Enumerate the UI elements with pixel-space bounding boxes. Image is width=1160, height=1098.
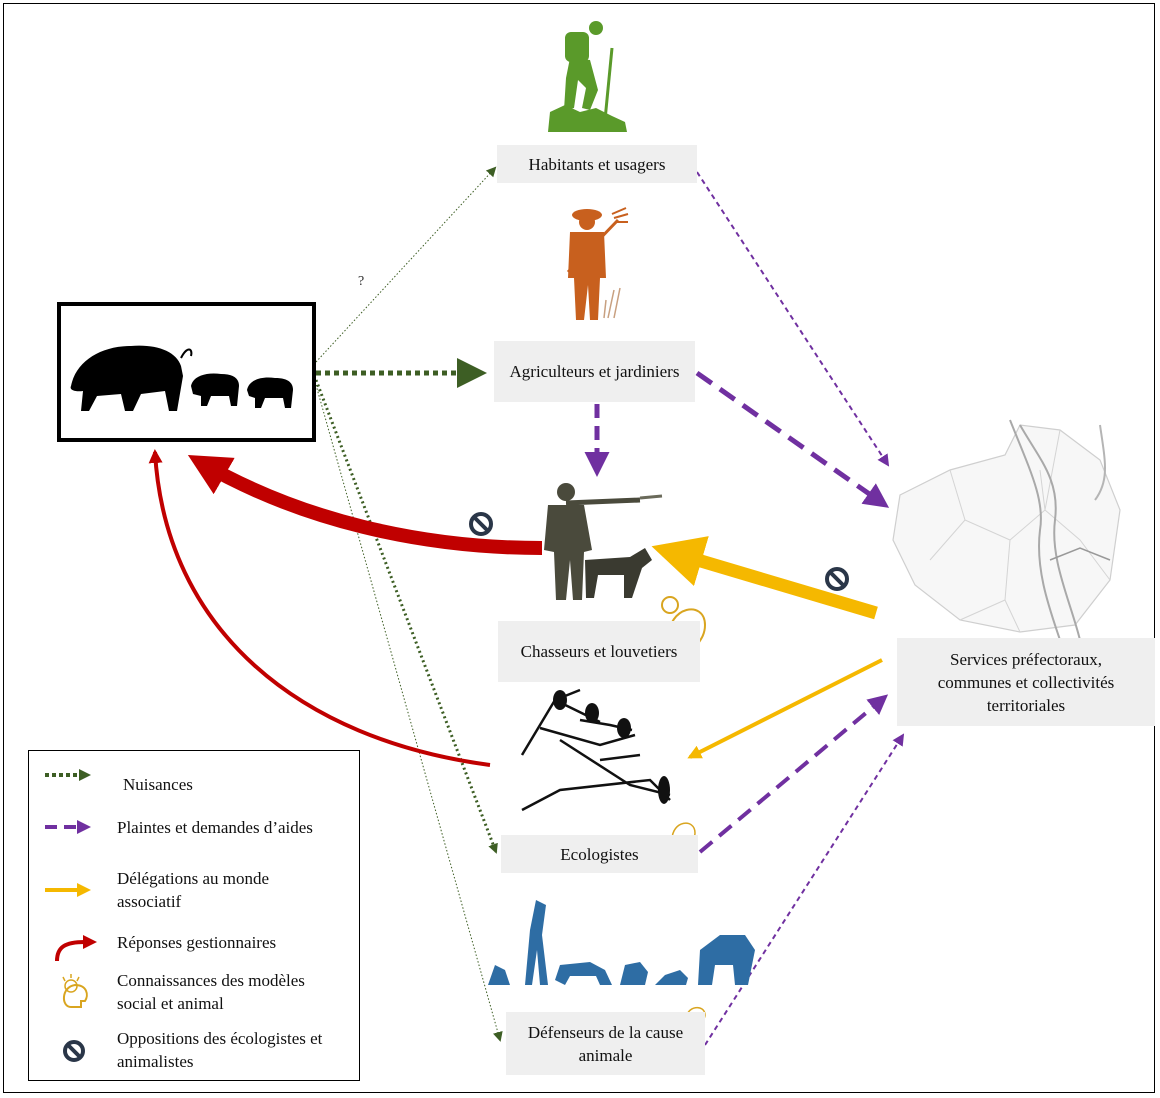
prohibition-icon [825, 567, 849, 591]
nuisance-arrow-icon [45, 769, 91, 781]
legend-item-nuisances: Nuisances [29, 765, 359, 805]
lightbulb-head-icon [62, 974, 88, 1008]
actor-services: Services préfectoraux, communes et colle… [897, 638, 1155, 726]
complaint-arrow-icon [45, 820, 91, 834]
response-arrow-icon [55, 935, 97, 962]
arrow-delegation-chasseurs [651, 536, 878, 620]
actor-agriculteurs: Agriculteurs et jardiniers [494, 341, 695, 402]
actor-defenseurs: Défenseurs de la cause animale [506, 1012, 705, 1075]
question-mark: ? [358, 274, 365, 289]
map-icon [892, 419, 1121, 641]
farmer-icon [566, 207, 629, 320]
animals-icon [488, 900, 755, 985]
arrow-plainte-agriculteurs-services [695, 370, 890, 508]
arrow-reponse-ecologistes [148, 449, 491, 767]
legend: Nuisances Plaintes et demandes d’aides D… [28, 750, 360, 1081]
boar-family-box [57, 302, 316, 442]
arrow-delegation-ecologistes [687, 658, 883, 759]
arrow-plainte-habitants [696, 171, 890, 467]
boar-family-icon [70, 345, 293, 411]
arrow-reponse-chasseurs [187, 454, 543, 555]
arrow-plainte-ecologistes [698, 694, 889, 854]
diagram-frame [3, 3, 1155, 1093]
hiker-icon [548, 21, 627, 132]
legend-item-connaissances: Connaissances des modèles social et anim… [29, 971, 359, 1019]
arrow-nuisance-to-ecologistes [314, 379, 498, 854]
legend-item-oppositions: Oppositions des écologistes et animalist… [29, 1029, 359, 1077]
arrow-plainte-defenseurs [704, 733, 905, 1046]
legend-item-delegations: Délégations au monde associatif [29, 867, 359, 915]
actor-chasseurs: Chasseurs et louvetiers [498, 621, 700, 682]
hunter-dog-icon [544, 483, 663, 600]
prohibition-icon [469, 512, 493, 536]
legend-item-plaintes: Plaintes et demandes d’aides [29, 813, 359, 853]
actor-habitants: Habitants et usagers [497, 145, 697, 183]
legend-item-reponses: Réponses gestionnaires [29, 927, 359, 967]
arrow-nuisance-to-defenseurs [315, 384, 503, 1042]
birds-branch-icon [520, 688, 671, 812]
actor-ecologistes: Ecologistes [501, 835, 698, 873]
prohibition-icon [63, 1040, 85, 1062]
arrow-nuisance-to-habitants [315, 166, 497, 363]
delegation-arrow-icon [45, 883, 91, 897]
